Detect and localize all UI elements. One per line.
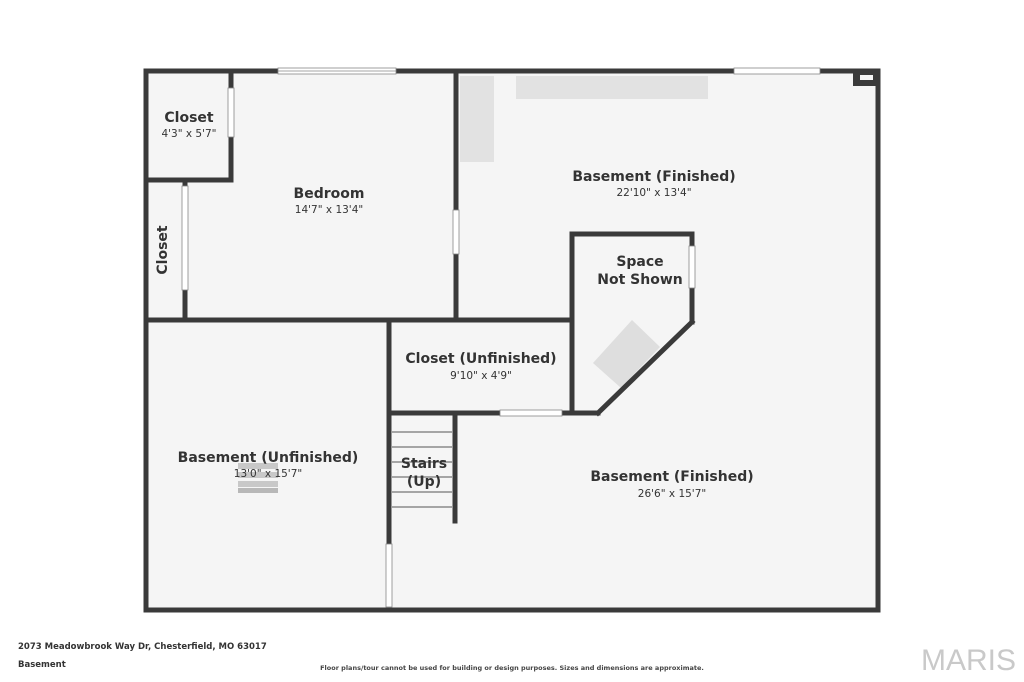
room-label-bedroom: Bedroom bbox=[294, 186, 365, 202]
corner-vent bbox=[860, 75, 873, 80]
maris-logo: MARIS bbox=[920, 644, 1016, 677]
room-label-stairs-line2: (Up) bbox=[407, 474, 441, 490]
floor-area bbox=[146, 71, 878, 610]
room-label-closet-side: Closet bbox=[155, 225, 171, 275]
room-dims-basement-finished-top: 22'10" x 13'4" bbox=[616, 187, 691, 199]
fixture-cabinet bbox=[460, 76, 494, 162]
room-label-closet-unfinished: Closet (Unfinished) bbox=[405, 351, 556, 367]
floor-level-label: Basement bbox=[18, 660, 66, 670]
property-address: 2073 Meadowbrook Way Dr, Chesterfield, M… bbox=[18, 642, 267, 652]
room-label-basement-finished-top: Basement (Finished) bbox=[572, 169, 735, 185]
room-label-space-line2: Not Shown bbox=[597, 272, 682, 288]
room-dims-closet-unfinished: 9'10" x 4'9" bbox=[450, 370, 512, 382]
disclaimer-text: Floor plans/tour cannot be used for buil… bbox=[320, 664, 704, 672]
room-dims-basement-unfinished: 13'0" x 15'7" bbox=[234, 468, 302, 480]
fixture-stair-marker bbox=[238, 463, 278, 493]
room-label-basement-unfinished: Basement (Unfinished) bbox=[178, 450, 359, 466]
room-dims-bedroom: 14'7" x 13'4" bbox=[295, 204, 363, 216]
room-label-closet-top: Closet bbox=[164, 110, 214, 126]
room-dims-basement-finished-bottom: 26'6" x 15'7" bbox=[638, 488, 706, 500]
room-label-basement-finished-bottom: Basement (Finished) bbox=[590, 469, 753, 485]
room-label-space-line1: Space bbox=[616, 254, 663, 270]
fixture-counter bbox=[516, 76, 708, 99]
windows bbox=[181, 67, 821, 608]
room-dims-closet-top: 4'3" x 5'7" bbox=[161, 128, 216, 140]
stairs-treads bbox=[392, 431, 452, 508]
fixture-tub bbox=[593, 320, 660, 388]
room-label-stairs-line1: Stairs bbox=[401, 456, 447, 472]
